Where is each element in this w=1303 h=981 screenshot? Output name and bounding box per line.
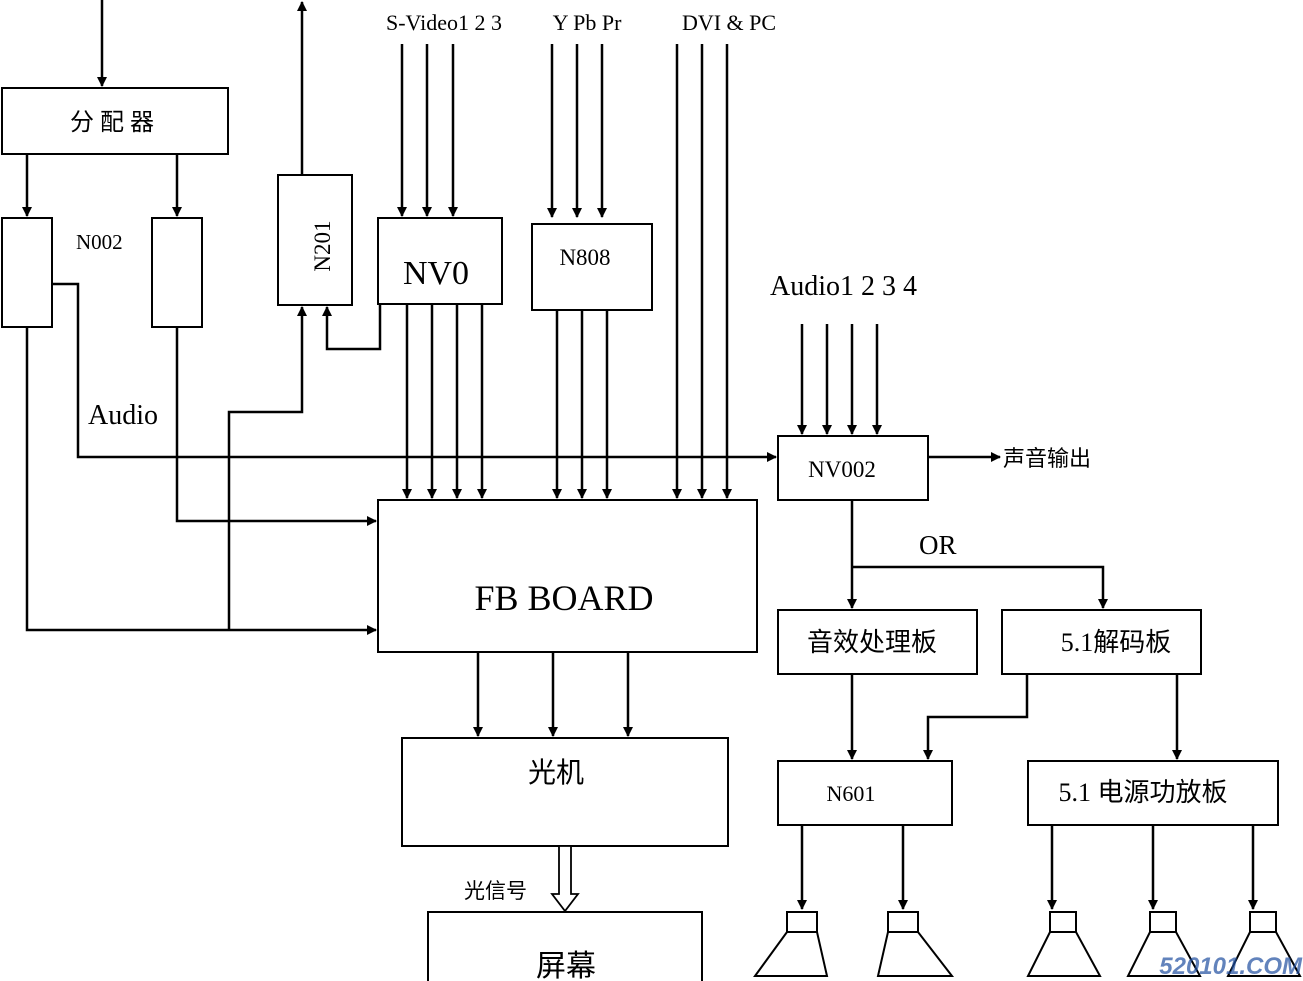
audio-line-to-nv002 (52, 282, 777, 462)
nv0-label: NV0 (403, 255, 469, 292)
audio-inputs-label: Audio1 2 3 4 (770, 271, 917, 302)
audio-label: Audio (88, 400, 158, 431)
dvi-pc-label: DVI & PC (682, 10, 776, 35)
n201-label: N201 (310, 220, 335, 271)
n601-box (777, 760, 953, 826)
branch-to-n201 (227, 306, 307, 630)
n002-left-box (1, 217, 53, 328)
decoder-to-n601 (923, 674, 1029, 760)
speaker-icon-1 (753, 911, 829, 977)
splitter-label: 分 配 器 (70, 109, 154, 136)
fb-board-box (377, 499, 758, 653)
n201-box (277, 174, 353, 306)
decoder-51-box (1001, 609, 1202, 675)
nv002-to-decoder (852, 565, 1108, 609)
nv0-box (377, 217, 503, 305)
speaker-icon-4 (1126, 911, 1202, 977)
optical-signal-arrow (550, 845, 580, 913)
optical-engine-box (401, 737, 729, 847)
screen-box (427, 911, 703, 981)
sound-out-label: 声音输出 (1003, 446, 1091, 471)
fb-board-label: FB BOARD (474, 578, 653, 618)
n002-right-box (151, 217, 203, 328)
n808-label: N808 (559, 245, 610, 270)
speaker-icon-5 (1226, 911, 1302, 977)
speaker-icon-2 (876, 911, 955, 977)
n002-right-to-fb (175, 327, 377, 526)
ypbpr-label: Y Pb Pr (553, 10, 623, 35)
optical-engine-label: 光机 (528, 757, 584, 789)
power-amp-51-label: 5.1 电源功放板 (1058, 778, 1227, 807)
screen-label: 屏幕 (536, 950, 596, 981)
sound-effect-board-box (777, 609, 978, 675)
sound-effect-board-label: 音效处理板 (807, 628, 937, 657)
nv002-label: NV002 (808, 457, 876, 482)
or-label: OR (919, 530, 957, 560)
n808-box (531, 223, 653, 311)
decoder-51-label: 5.1解码板 (1061, 628, 1172, 657)
nv0-to-n201-arrow (322, 304, 382, 351)
watermark: 520101.COM (1159, 953, 1303, 980)
n002-left-to-fb (25, 327, 377, 635)
optical-signal-label: 光信号 (464, 879, 527, 903)
svideo-label: S-Video1 2 3 (386, 10, 502, 35)
n601-label: N601 (827, 781, 876, 806)
n002-label: N002 (76, 230, 123, 254)
speaker-icon-3 (1026, 911, 1102, 977)
splitter-box (1, 87, 229, 155)
